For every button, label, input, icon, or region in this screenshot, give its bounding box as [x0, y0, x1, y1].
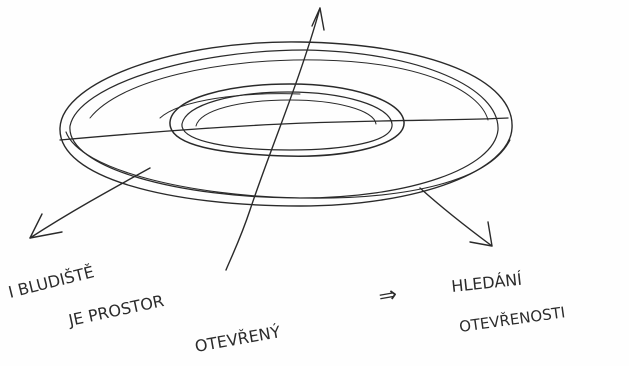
note-line-1: I BLUDIŠTĚ — [6, 262, 96, 302]
note-right-1: HLEDÁNÍ — [450, 270, 523, 296]
horizontal-axis-line — [60, 118, 508, 140]
note-line-2: JE PROSTOR — [66, 291, 166, 330]
note-line-3: OTEVŘENÝ — [193, 322, 282, 356]
arrow-left-down-icon — [30, 168, 150, 238]
arrow-right-down-icon — [420, 188, 492, 246]
note-right-2: OTEVŘENOSTI — [458, 302, 566, 336]
vertical-axis-line — [226, 8, 320, 270]
implies-arrow: ⇒ — [377, 282, 399, 310]
